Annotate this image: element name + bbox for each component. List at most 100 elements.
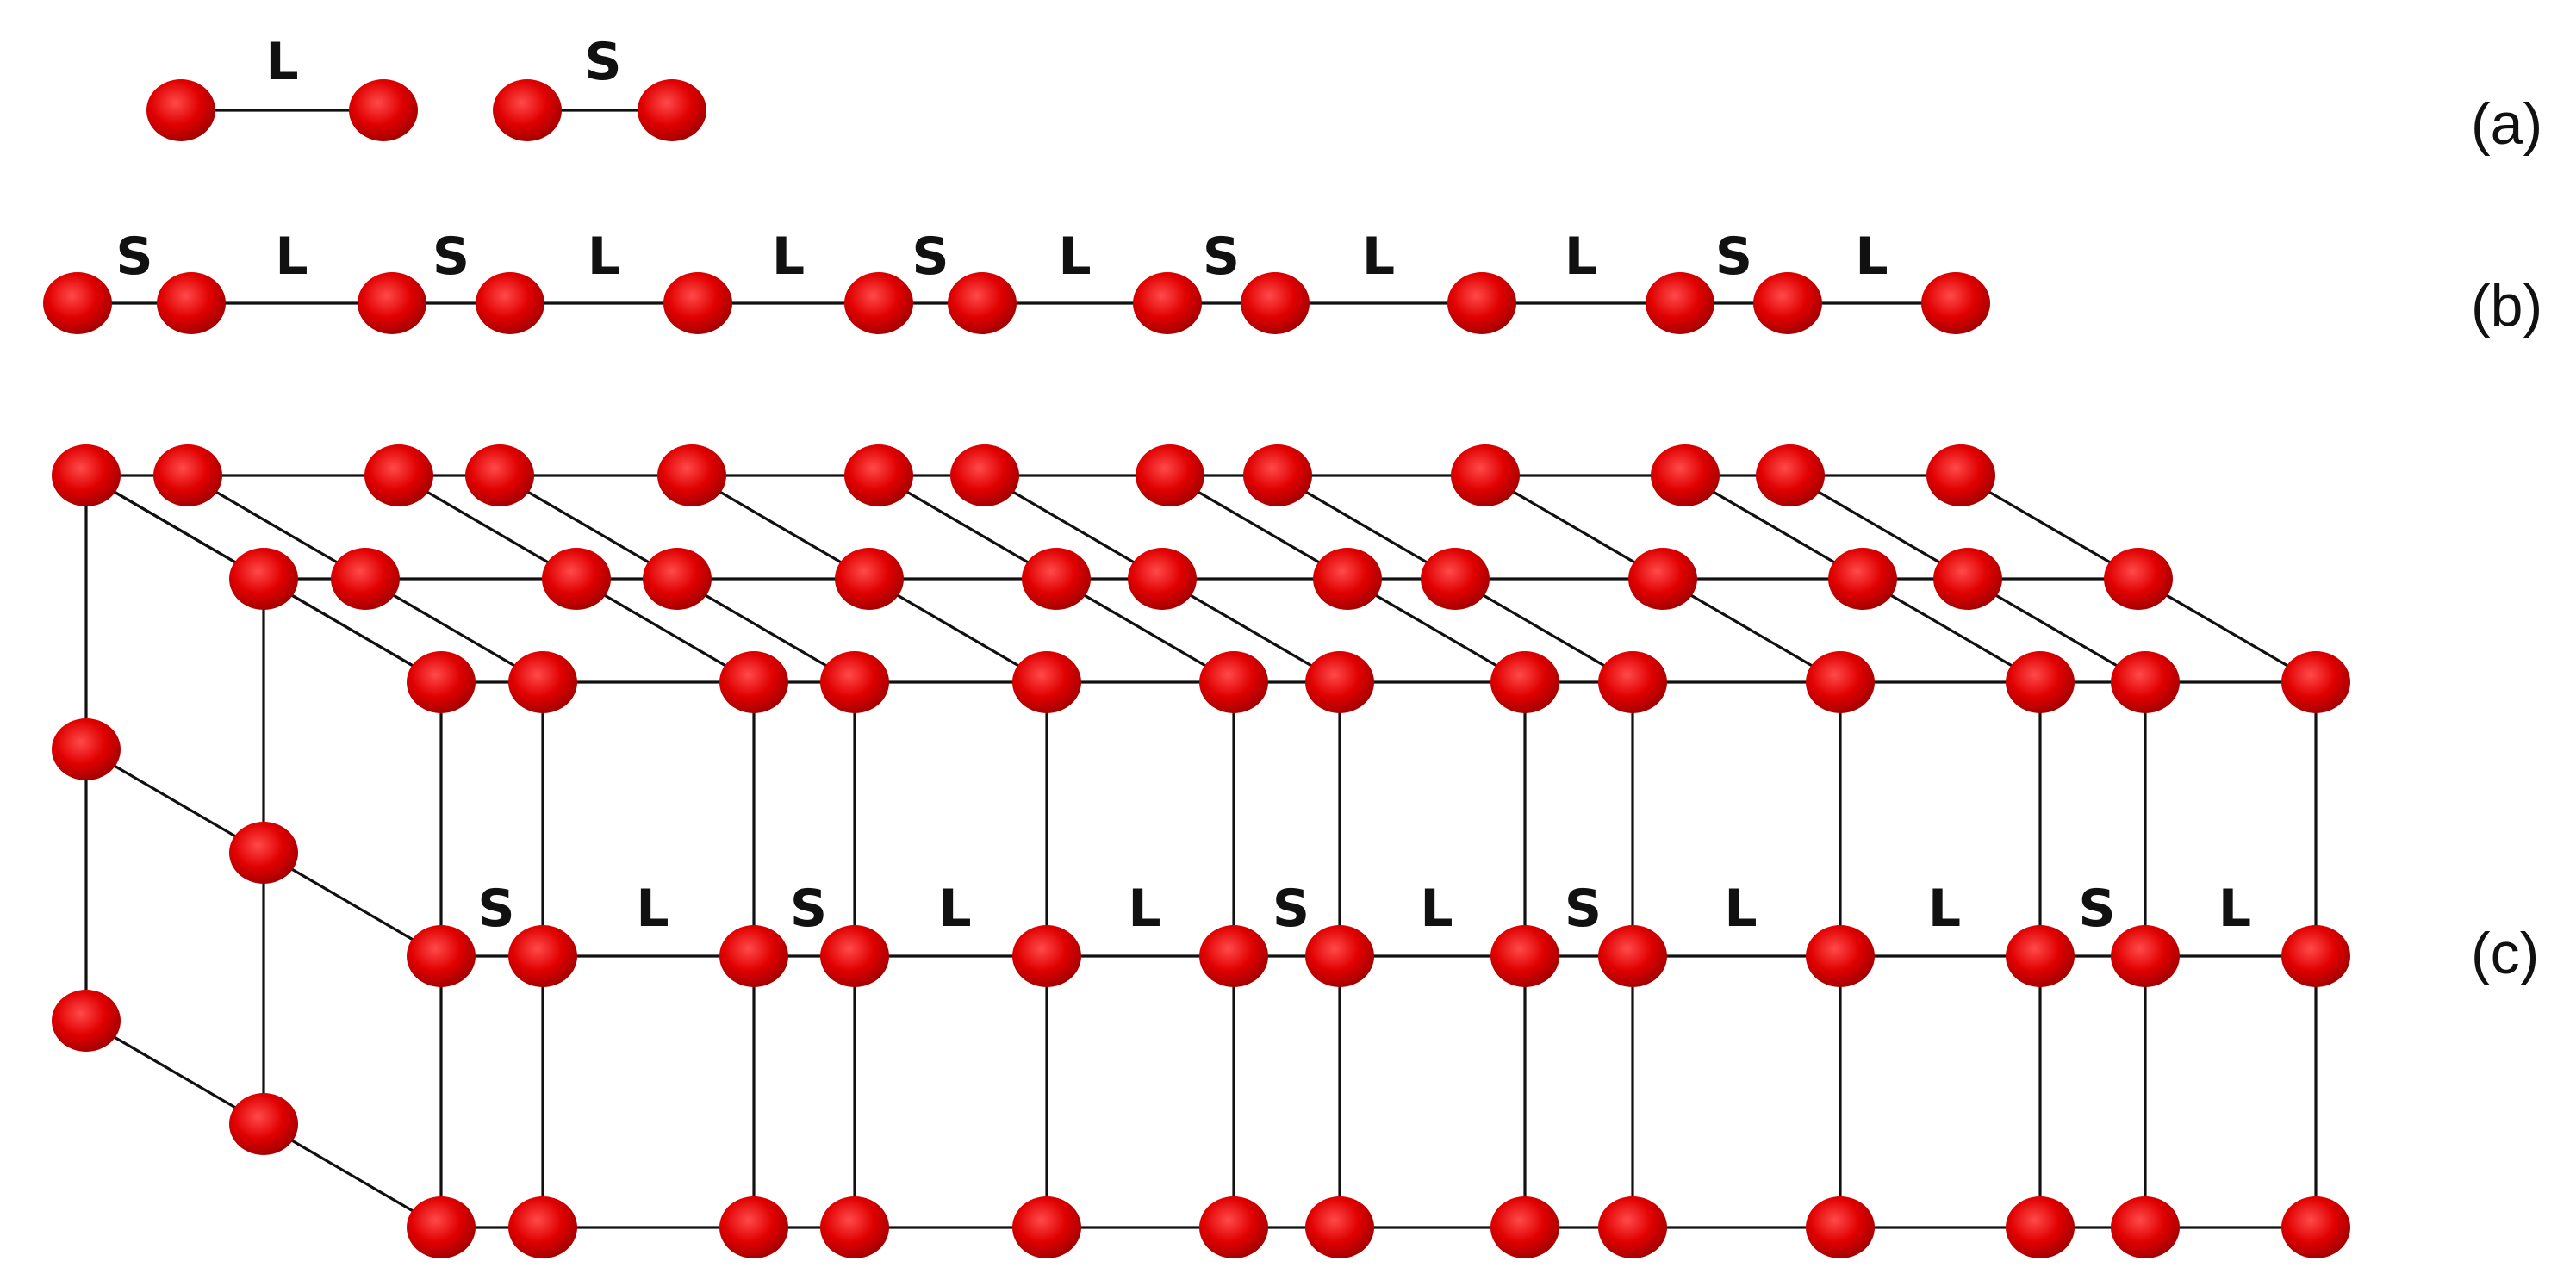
panel-c-front-atom: [407, 1196, 476, 1258]
panel-b-bond-label: S: [912, 227, 949, 287]
panel-c-bond-label: L: [2218, 879, 2251, 939]
panel-c-front-atom: [820, 1196, 889, 1258]
panel-c-bond-label: L: [1420, 879, 1453, 939]
panel-c-front-atom: [2111, 1196, 2180, 1258]
panel-c-top-middle-atom: [1421, 548, 1490, 610]
panel-c-front-atom: [1806, 1196, 1875, 1258]
panel-b-atom: [1921, 272, 1990, 334]
panel-c-front-atom: [1199, 1196, 1268, 1258]
panel-c-top-back-atom: [1926, 444, 1995, 506]
panel-c-top-middle-atom: [229, 548, 298, 610]
panel-c-front-atom: [2281, 925, 2350, 987]
panel-c-side-middle-atom: [229, 1093, 298, 1155]
panel-c-front-atom: [719, 1196, 788, 1258]
panel-c-bond-label: S: [790, 879, 827, 939]
panel-c-front-atom: [508, 925, 577, 987]
panel-c-front-atom: [1012, 925, 1081, 987]
panel-c-top-middle-atom: [1313, 548, 1382, 610]
panel-b-atom: [663, 272, 732, 334]
panel-c-top-back-atom: [1451, 444, 1520, 506]
panel-c-front-atom: [1490, 1196, 1559, 1258]
panel-c-bond-label: S: [477, 879, 514, 939]
panel-b-bond-label: L: [1565, 227, 1597, 287]
panel-c-front-atom: [1199, 925, 1268, 987]
panel-c-top-middle-atom: [835, 548, 904, 610]
panel-c-front-atom: [820, 925, 889, 987]
panel-label-b: (b): [2471, 273, 2542, 339]
panel-b-bond-label: L: [1058, 227, 1091, 287]
panel-b-atom: [1447, 272, 1516, 334]
panel-c-bond-label: L: [1128, 879, 1160, 939]
panel-c-side-middle-atom: [229, 822, 298, 884]
panel-c-bond-label: S: [1565, 879, 1602, 939]
panel-a-bond-label: S: [584, 32, 621, 92]
panel-c-top-back-atom: [52, 444, 121, 506]
panel-c-front-atom: [2111, 651, 2180, 713]
panel-c-front-atom: [1598, 651, 1667, 713]
panel-c-front-atom: [1199, 651, 1268, 713]
panel-c-top-back-atom: [1651, 444, 1720, 506]
panel-c-front-atom: [820, 651, 889, 713]
panel-label-c: (c): [2471, 921, 2539, 986]
panel-c-front-atom: [1305, 1196, 1374, 1258]
panel-c-top-back-atom: [1756, 444, 1825, 506]
panel-c-front-atom: [1012, 651, 1081, 713]
atoms-layer: [43, 79, 2350, 1258]
panel-c-top-back-atom: [1243, 444, 1312, 506]
panel-c-top-middle-atom: [643, 548, 712, 610]
panel-c-top-back-atom: [950, 444, 1019, 506]
panel-c-front-atom: [2281, 651, 2350, 713]
panel-c-front-atom: [1305, 651, 1374, 713]
panel-b-bond-label: S: [1715, 227, 1752, 287]
panel-c-bond-label: L: [1928, 879, 1961, 939]
panel-c-front-atom: [2006, 925, 2075, 987]
panel-c-front-atom: [1490, 651, 1559, 713]
panel-c-top-middle-atom: [1628, 548, 1697, 610]
panel-c-front-atom: [1806, 925, 1875, 987]
panel-b-atom: [476, 272, 544, 334]
panel-c-front-atom: [2006, 651, 2075, 713]
panel-b-atom: [358, 272, 426, 334]
panel-b-atom: [1753, 272, 1822, 334]
panel-c-front-atom: [2281, 1196, 2350, 1258]
panel-a-atom: [638, 79, 706, 141]
panel-c-front-atom: [719, 925, 788, 987]
panel-c-front-atom: [1490, 925, 1559, 987]
panel-c-front-atom: [2111, 925, 2180, 987]
panel-c-side-back-atom: [52, 990, 121, 1052]
panel-b-bond-label: L: [772, 227, 805, 287]
panel-c-front-atom: [1012, 1196, 1081, 1258]
panel-b-atom: [1133, 272, 1202, 334]
panel-c-side-back-atom: [52, 718, 121, 780]
panel-a-atom: [146, 79, 215, 141]
panel-b-atom: [157, 272, 226, 334]
panel-a-atom: [493, 79, 562, 141]
panel-b-atom: [43, 272, 112, 334]
panel-c-top-middle-atom: [1022, 548, 1091, 610]
panel-c-top-back-atom: [364, 444, 433, 506]
panel-c-top-back-atom: [844, 444, 913, 506]
panel-c-front-atom: [1806, 651, 1875, 713]
panel-c-front-atom: [508, 1196, 577, 1258]
panel-c-top-back-atom: [153, 444, 222, 506]
panel-c-front-atom: [1598, 925, 1667, 987]
panel-c-top-middle-atom: [331, 548, 400, 610]
panel-c-front-atom: [719, 651, 788, 713]
panel-c-front-atom: [407, 925, 476, 987]
panel-c-front-atom: [2006, 1196, 2075, 1258]
panel-c-bond-label: L: [636, 879, 669, 939]
panel-b-bond-label: L: [1855, 227, 1888, 287]
panel-b-atom: [1241, 272, 1310, 334]
panel-c-top-middle-atom: [542, 548, 611, 610]
panel-b-atom: [1646, 272, 1714, 334]
panel-c-bond-label: L: [1724, 879, 1757, 939]
panel-c-front-atom: [508, 651, 577, 713]
panel-c-front-atom: [1598, 1196, 1667, 1258]
panel-c-front-atom: [407, 651, 476, 713]
panel-c-top-back-atom: [465, 444, 534, 506]
panel-b-atom: [844, 272, 913, 334]
panel-b-bond-label: L: [1362, 227, 1395, 287]
